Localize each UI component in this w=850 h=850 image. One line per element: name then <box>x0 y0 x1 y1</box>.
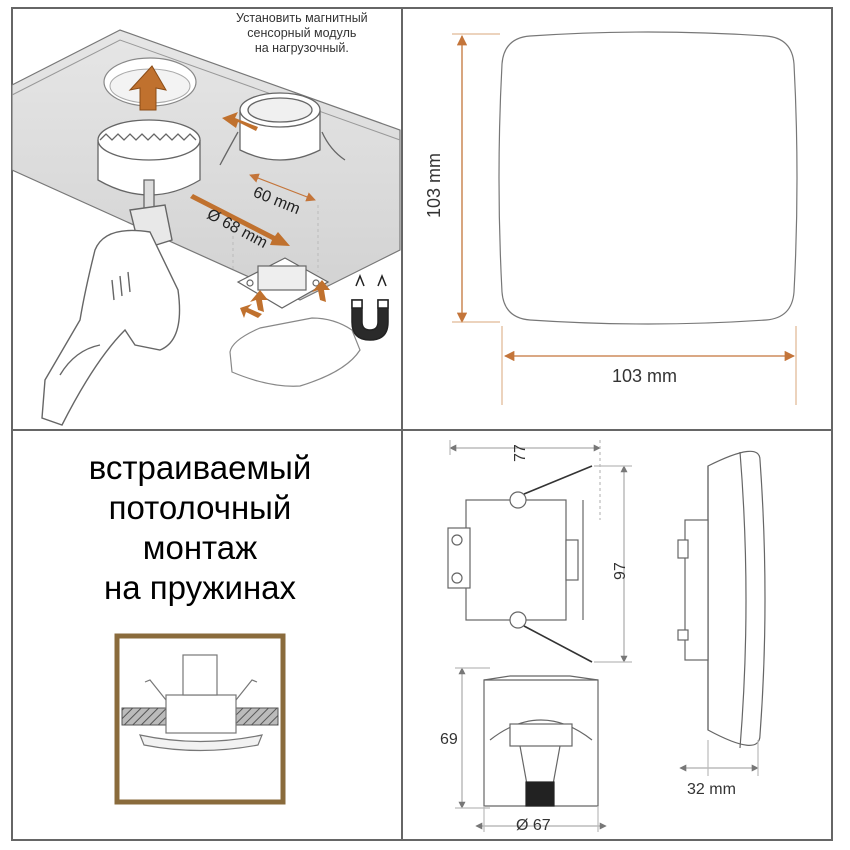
junction-box <box>219 92 346 166</box>
magnet-icon <box>351 273 389 341</box>
front-view <box>452 31 798 405</box>
spring-mount-inset <box>114 633 286 805</box>
mounting-line-3: монтаж <box>142 529 258 566</box>
front-height-label: 103 mm <box>424 152 444 218</box>
side-height-label: 97 <box>612 562 629 580</box>
top-width-label: 77 <box>512 444 529 462</box>
top-view-body <box>465 499 567 621</box>
mounting-type-text: встраиваемый потолочный монтаж на пружин… <box>40 448 360 608</box>
technical-drawing <box>447 440 766 832</box>
diameter-label: Ø 67 <box>516 817 551 834</box>
box-arrow <box>222 112 258 131</box>
body-height-label: 69 <box>440 731 458 748</box>
sensor-front-outline <box>498 31 798 325</box>
installation-note-line-3: на нагрузочный. <box>254 41 349 55</box>
depth-label: 32 mm <box>687 781 736 798</box>
side-view-cover <box>707 450 766 746</box>
installation-note: Установить магнитный сенсорный модуль на… <box>236 11 368 56</box>
mounting-line-4: на пружинах <box>103 569 297 606</box>
installation-illustration <box>11 29 401 426</box>
hole-saw <box>97 119 201 211</box>
sensor-cover <box>229 317 361 387</box>
installation-note-line-2: сенсорный модуль <box>247 26 357 40</box>
front-width-label: 103 mm <box>612 366 678 386</box>
mounting-line-2: потолочный <box>108 489 292 526</box>
panel-grid <box>11 7 833 841</box>
drill-icon <box>41 204 181 426</box>
mounting-line-1: встраиваемый <box>88 449 312 486</box>
up-arrow <box>128 65 167 111</box>
installation-note-line-1: Установить магнитный <box>236 11 368 25</box>
diameter-arrow <box>190 194 290 246</box>
